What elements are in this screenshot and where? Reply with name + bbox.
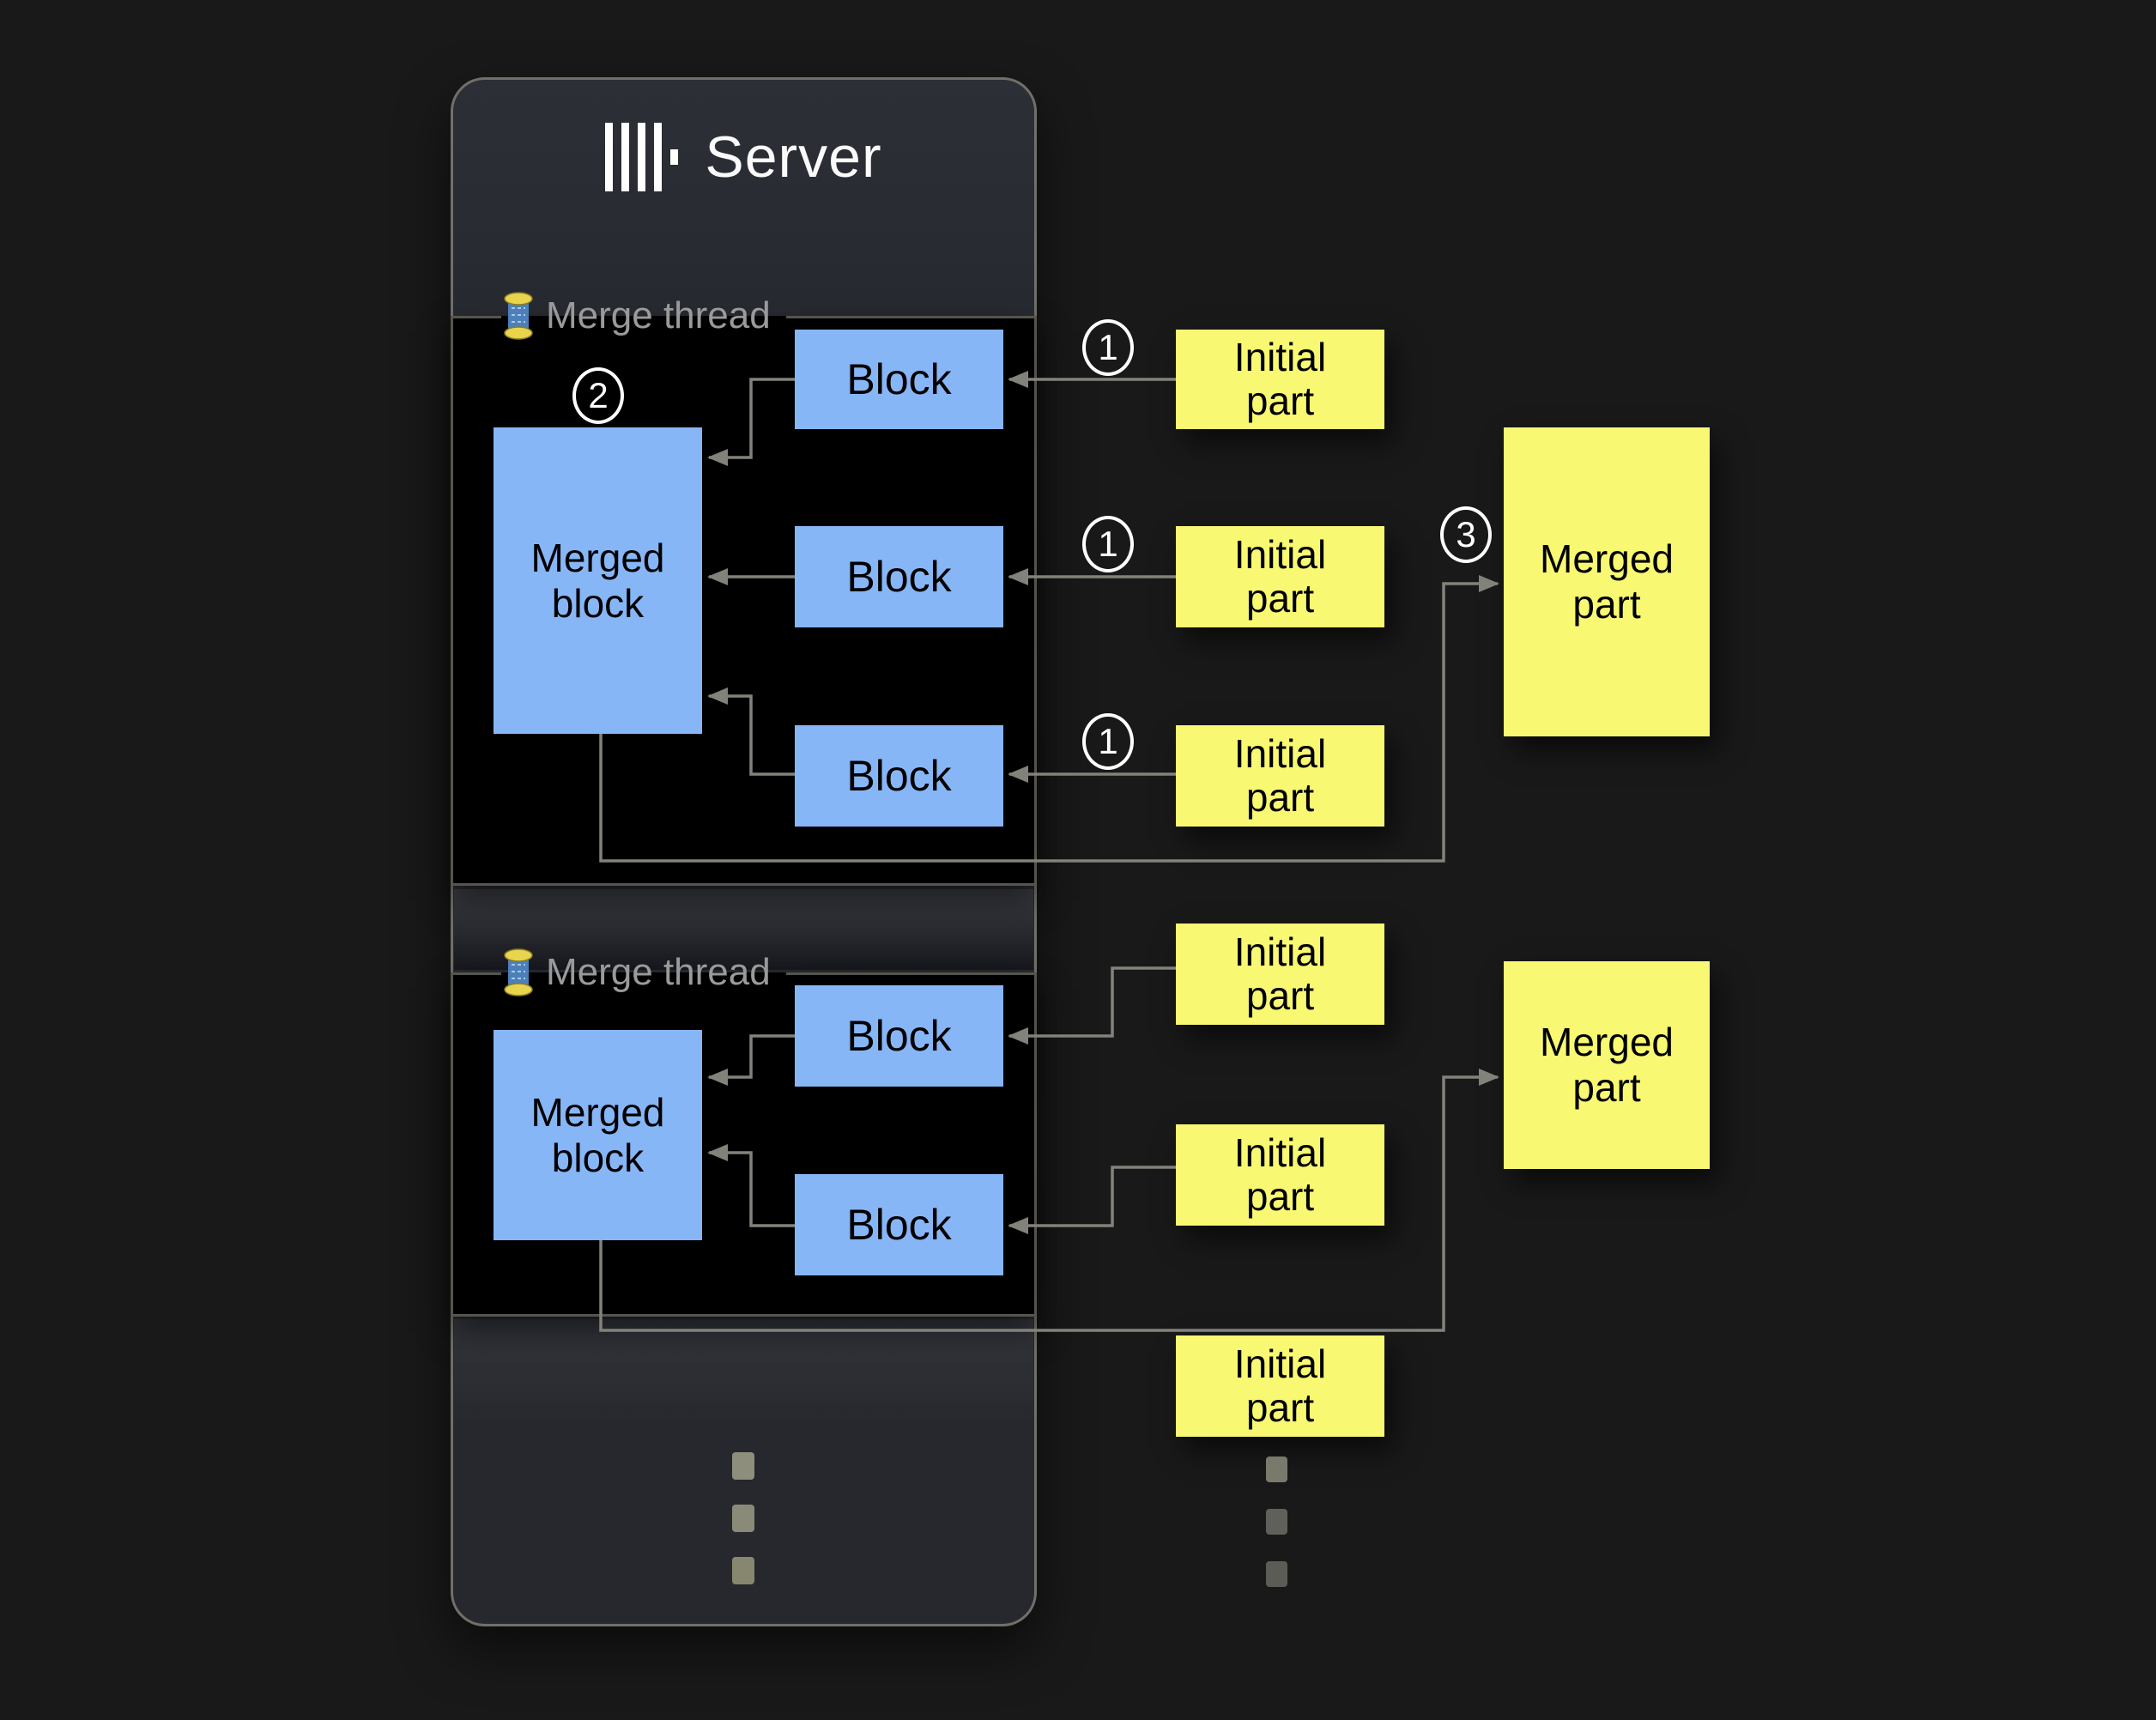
border-segment (453, 972, 501, 975)
merge-thread-label: Merge thread (546, 294, 771, 336)
initial-part-2: Initial part (1176, 526, 1384, 627)
block-5: Block (795, 1174, 1003, 1275)
server-ellipsis-dot (732, 1557, 754, 1584)
merged-block-label: Merged block (530, 1089, 665, 1180)
merge-thread-legend-1: Merge thread (503, 290, 771, 342)
clickhouse-logo-icon (605, 123, 681, 191)
merged-part-1: Merged part (1504, 427, 1710, 736)
block-2: Block (795, 526, 1003, 627)
merged-block-1: Merged block (494, 427, 702, 734)
block-4: Block (795, 985, 1003, 1087)
merge-thread-legend-2: Merge thread (503, 947, 771, 998)
parts-ellipsis-dot (1266, 1457, 1287, 1482)
thread-spool-icon (503, 291, 534, 341)
border-segment (453, 316, 501, 318)
merged-block-2: Merged block (494, 1030, 702, 1240)
initial-part-1: Initial part (1176, 330, 1384, 429)
server-gap-strip (454, 889, 1033, 970)
thread-spool-icon (503, 948, 534, 997)
server-title: Server (705, 124, 882, 190)
initial-part-4: Initial part (1176, 924, 1384, 1025)
server-ellipsis-dot (732, 1505, 754, 1532)
initial-part-badge-1: 1 (1082, 319, 1134, 376)
initial-part-badge-2: 1 (1082, 516, 1134, 572)
block-3: Block (795, 725, 1003, 827)
initial-part-3: Initial part (1176, 725, 1384, 827)
initial-part-6: Initial part (1176, 1335, 1384, 1437)
merge-thread-label: Merge thread (546, 951, 771, 993)
border-segment (786, 972, 1034, 975)
step-badge-2: 2 (572, 367, 624, 424)
merged-block-label: Merged block (530, 535, 665, 626)
border-segment (786, 316, 1034, 318)
parts-ellipsis-dot (1266, 1509, 1287, 1535)
block-1: Block (795, 330, 1003, 429)
server-title-row: Server (451, 110, 1037, 204)
initial-part-5: Initial part (1176, 1124, 1384, 1226)
merged-part-2: Merged part (1504, 961, 1710, 1169)
server-ellipsis-dot (732, 1452, 754, 1480)
parts-ellipsis-dot (1266, 1561, 1287, 1587)
step-badge-3: 3 (1440, 506, 1492, 563)
initial-part-badge-3: 1 (1082, 713, 1134, 770)
